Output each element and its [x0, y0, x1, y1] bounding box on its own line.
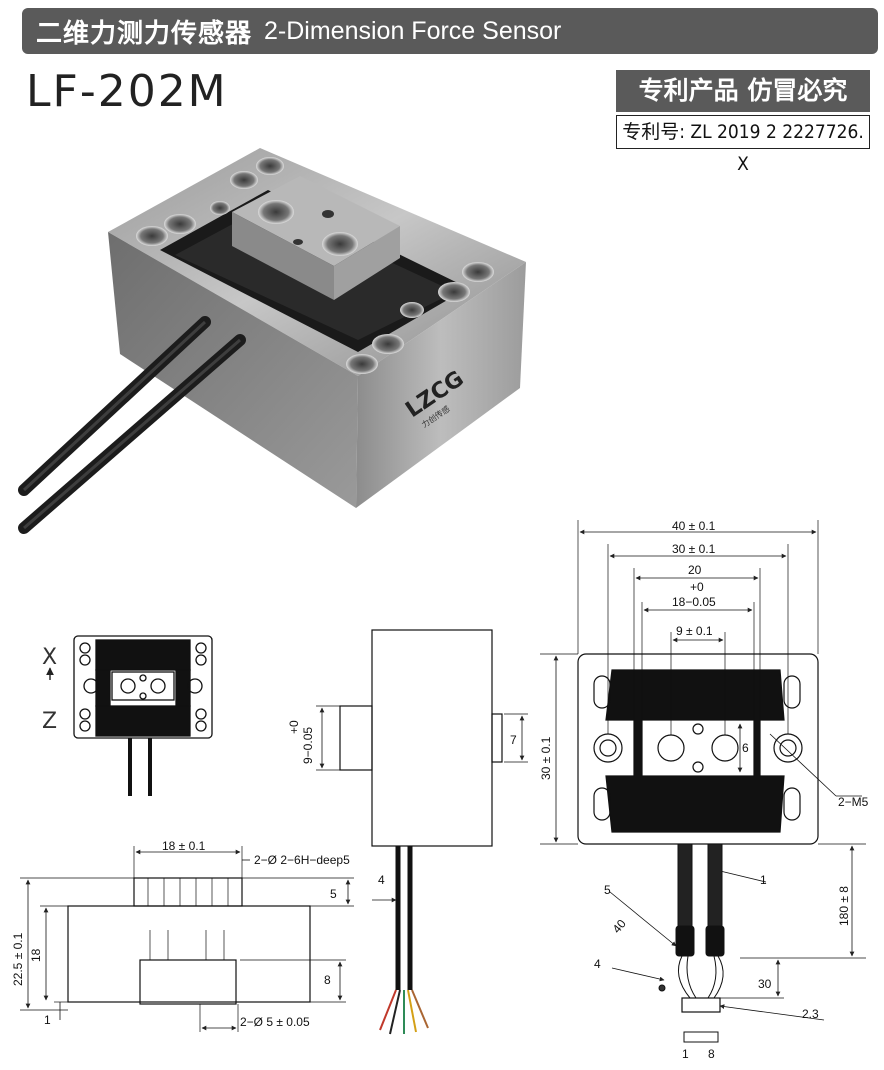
header-banner: 二维力测力传感器 2-Dimension Force Sensor — [22, 8, 878, 54]
title-en: 2-Dimension Force Sensor — [264, 16, 562, 45]
front-view — [20, 846, 354, 1032]
front-h8: 8 — [324, 973, 331, 987]
label-5: 5 — [604, 883, 611, 897]
front-h225: 22.5 ± 0.1 — [11, 932, 25, 986]
front-h1: 1 — [44, 1013, 51, 1027]
side-h9: 9−0.05 — [301, 727, 315, 764]
side-w4: 4 — [378, 873, 385, 887]
side-tol-upper: +0 — [287, 720, 301, 734]
dim-w30: 30 ± 0.1 — [672, 542, 716, 556]
side-view-wires — [379, 989, 429, 1035]
dim-cable-len: 180 ± 8 — [837, 886, 851, 926]
label-40: 40 — [610, 916, 630, 935]
dim-w18: 18−0.05 — [672, 595, 716, 609]
top-view-cables — [658, 843, 725, 1043]
front-holes-bottom: 2−Ø 5 ± 0.05 — [240, 1015, 310, 1029]
pin-8: 8 — [708, 1047, 715, 1061]
patent-box: 专利产品 仿冒必究 专利号: ZL 2019 2 2227726. X — [616, 70, 870, 175]
label-30: 30 — [758, 977, 772, 991]
front-d5: 5 — [330, 887, 337, 901]
axis-z-label: Z — [42, 709, 57, 734]
dim-tol-upper: +0 — [690, 580, 704, 594]
pin-1: 1 — [682, 1047, 689, 1061]
side-w7: 7 — [510, 733, 517, 747]
patent-number: 专利号: ZL 2019 2 2227726. X — [616, 115, 870, 175]
left-view — [46, 635, 213, 796]
product-photo: LZCG 力创传感 — [18, 148, 526, 534]
dim-w20: 20 — [688, 563, 702, 577]
label-2-3: 2.3 — [802, 1007, 819, 1021]
top-view — [540, 520, 866, 1021]
model-number: LF-202M — [26, 66, 228, 117]
dim-h30: 30 ± 0.1 — [539, 736, 553, 780]
front-holes-top: 2−Ø 2−6H−deep5 — [254, 853, 350, 867]
label-1: 1 — [760, 873, 767, 887]
dim-h6: 6 — [742, 741, 749, 755]
dim-w9: 9 ± 0.1 — [676, 624, 713, 638]
dim-w40: 40 ± 0.1 — [672, 519, 716, 533]
front-h18: 18 — [29, 948, 43, 962]
axis-x-label: X — [42, 645, 57, 670]
label-4: 4 — [594, 957, 601, 971]
front-w18: 18 ± 0.1 — [162, 839, 206, 853]
side-view — [316, 629, 528, 990]
title-cn: 二维力测力传感器 — [36, 18, 253, 49]
patent-notice: 专利产品 仿冒必究 — [616, 70, 870, 112]
dim-thread: 2−M5 — [838, 795, 869, 809]
